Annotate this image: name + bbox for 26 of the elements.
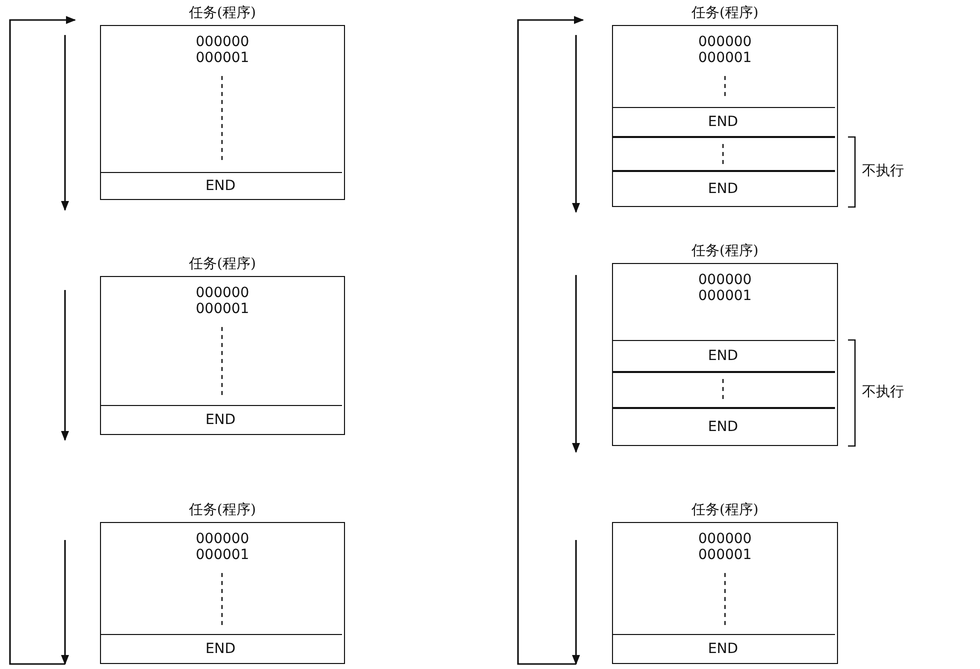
end-instruction: END	[204, 640, 237, 656]
task-heading: 任务(程序)	[188, 501, 257, 519]
end-instruction: END	[706, 418, 740, 434]
task-heading: 任务(程序)	[188, 4, 257, 22]
skipped-row	[612, 372, 834, 408]
skipped-row	[612, 136, 834, 170]
task-heading: 任务(程序)	[188, 255, 257, 273]
step-numbers: 000000 000001	[697, 34, 753, 66]
step-numbers: 000000 000001	[194, 34, 250, 66]
task-heading: 任务(程序)	[690, 501, 760, 519]
note-label: 不执行	[862, 162, 904, 180]
end-row	[612, 340, 834, 372]
end-instruction: END	[706, 640, 740, 656]
end-row	[612, 106, 834, 136]
task-heading: 任务(程序)	[690, 4, 760, 22]
end-instruction: END	[706, 114, 740, 130]
step-numbers: 000000 000001	[194, 531, 250, 563]
step-numbers: 000000 000001	[194, 285, 250, 317]
end-instruction: END	[204, 178, 237, 194]
task-heading: 任务(程序)	[690, 242, 760, 260]
end-instruction: END	[706, 180, 740, 196]
end-instruction: END	[204, 412, 237, 428]
end-instruction: END	[706, 348, 740, 364]
step-numbers: 000000 000001	[697, 272, 753, 304]
note-label: 不执行	[862, 383, 904, 401]
step-numbers: 000000 000001	[697, 531, 753, 563]
